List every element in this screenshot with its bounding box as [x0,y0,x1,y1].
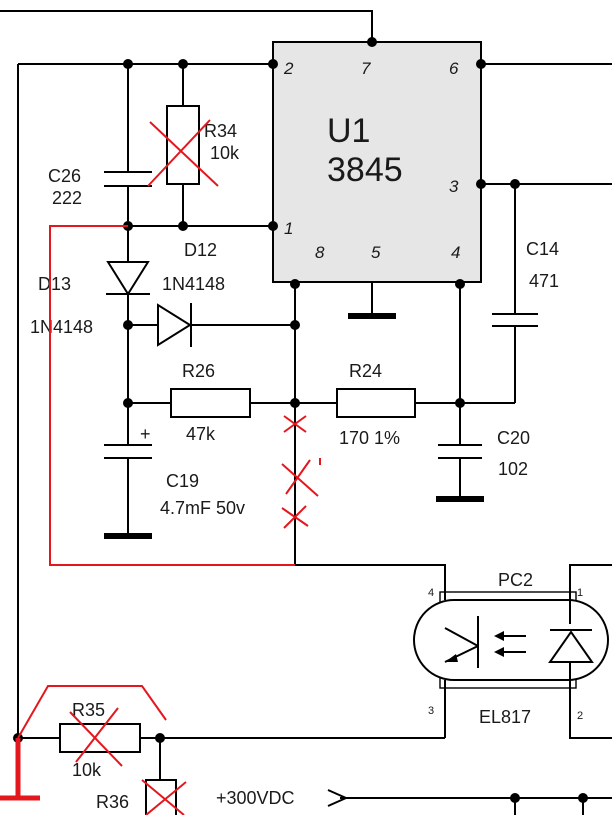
capacitor-c20: C20 102 [438,428,530,479]
ic-pin-4-label: 4 [451,243,460,262]
resistor-r24: R24 170 1% [336,361,416,448]
c20-ref-label: C20 [497,428,530,448]
d13-ref-label: D13 [38,274,71,294]
capacitor-c14: C14 471 [492,239,559,327]
c19-value-label: 4.7mF 50v [160,498,245,518]
diode-d13: D13 1N4148 [30,261,150,337]
pc2-pin-4-label: 4 [428,587,434,599]
red-markup [0,119,321,815]
resistor-r34: R34 10k [166,105,240,185]
pc2-part-label: EL817 [479,707,531,727]
r26-ref-label: R26 [182,361,215,381]
r35-ref-label: R35 [72,700,105,720]
r26-value-label: 47k [186,424,216,444]
c26-ref-label: C26 [48,166,81,186]
ic-pin-1-label: 1 [284,219,293,238]
ic-part-label: 3845 [327,151,403,189]
r35-value-label: 10k [72,760,102,780]
r34-ref-label: R34 [204,121,237,141]
pc2-pin-2-label: 2 [577,710,583,722]
ic-pin-6-label: 6 [449,59,459,78]
d12-value-label: 1N4148 [162,274,225,294]
ic-pin-2-label: 2 [283,59,294,78]
pc2-pin-3-label: 3 [428,705,434,717]
c19-ref-label: C19 [166,471,199,491]
ic-pin-7-label: 7 [361,59,371,78]
junction-dots [13,37,588,803]
r36-ref-label: R36 [96,792,129,812]
d12-ref-label: D12 [184,240,217,260]
ic-pin-5-label: 5 [371,243,381,262]
resistor-r36: R36 [96,779,177,815]
c14-value-label: 471 [529,271,559,291]
c14-ref-label: C14 [526,239,559,259]
r24-ref-label: R24 [349,361,382,381]
resistor-r35: R35 10k [59,700,141,780]
d13-value-label: 1N4148 [30,317,93,337]
c26-value-label: 222 [52,188,82,208]
hv-net-label: +300VDC [216,788,295,808]
pc2-ref-label: PC2 [498,570,533,590]
r34-value-label: 10k [210,143,240,163]
pc2-pin-1-label: 1 [577,587,583,599]
resistor-r26: R26 47k [170,361,251,444]
capacitor-c19: + C19 4.7mF 50v [104,424,245,518]
net-label-300vdc: +300VDC [216,788,349,808]
wiring [0,10,612,815]
optocoupler-pc2: PC2 EL817 4 3 1 2 [413,570,609,727]
ic-pin-3-label: 3 [449,177,459,196]
ic-ref-label: U1 [327,112,370,150]
c19-polarity-label: + [140,424,151,444]
r24-value-label: 170 1% [339,428,400,448]
diode-d12: 1N4148 [157,274,225,347]
ground-symbols [104,313,484,539]
capacitor-c26: C26 222 [48,166,152,208]
ic-pin-8-label: 8 [315,243,325,262]
c20-value-label: 102 [498,459,528,479]
ic-u1: U1 3845 2 7 6 3 1 8 5 4 [272,41,482,283]
